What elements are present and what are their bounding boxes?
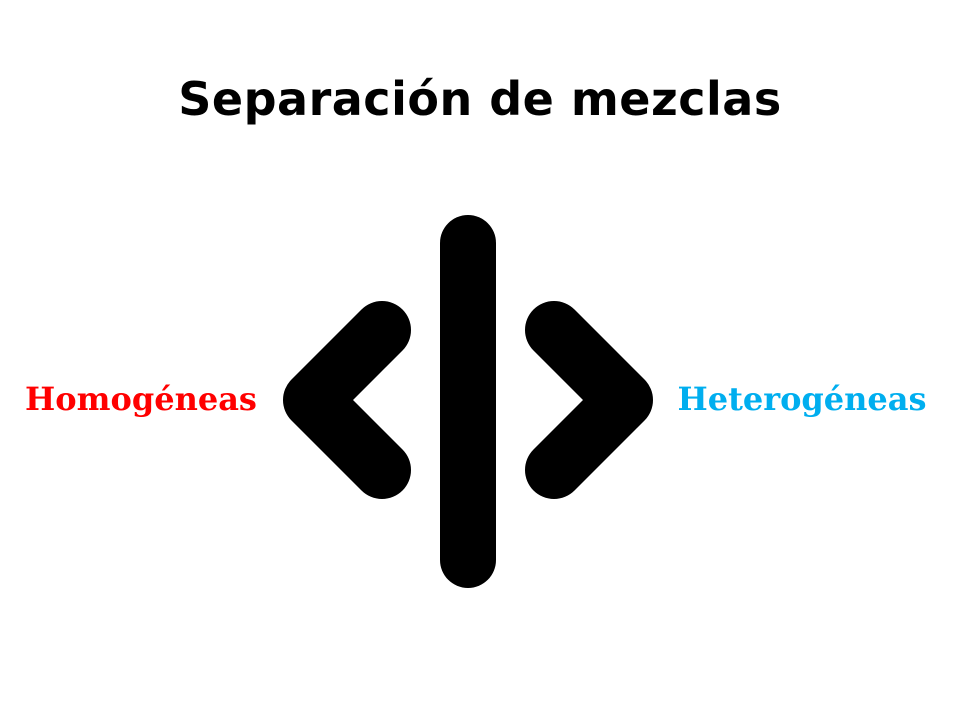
heterogeneous-label: Heterogéneas [677, 380, 927, 418]
slide-title: Separación de mezclas [178, 72, 782, 126]
right-chevron-icon [525, 301, 653, 499]
left-chevron-icon [283, 301, 411, 499]
homogeneous-label: Homogéneas [25, 380, 257, 418]
